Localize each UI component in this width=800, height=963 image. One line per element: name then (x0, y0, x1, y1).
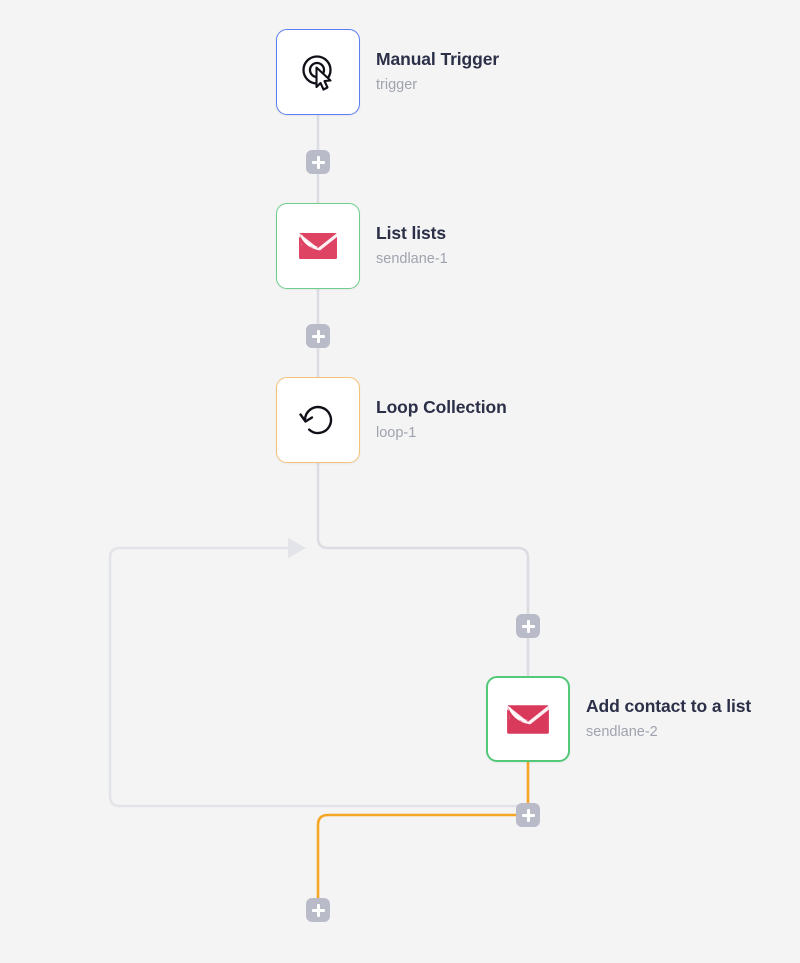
add-node-button-loop-output[interactable] (306, 898, 330, 922)
loop-refresh-icon (296, 398, 340, 442)
sendlane-envelope-icon (506, 703, 550, 736)
node-title: Loop Collection (376, 397, 507, 418)
node-subtitle: loop-1 (376, 425, 417, 442)
add-node-button-after-trigger[interactable] (306, 150, 330, 174)
node-add-contact-to-list[interactable]: Add contact to a list sendlane-2 (486, 676, 751, 762)
add-node-button-before-contact[interactable] (516, 614, 540, 638)
node-loop-collection-box[interactable] (276, 377, 360, 463)
node-manual-trigger-text: Manual Trigger trigger (376, 49, 499, 94)
node-loop-collection-text: Loop Collection loop-1 (376, 397, 507, 442)
node-list-lists-box[interactable] (276, 203, 360, 289)
edge-contact-to-loop-return (316, 760, 530, 898)
node-title: List lists (376, 223, 446, 244)
node-manual-trigger[interactable]: Manual Trigger trigger (276, 29, 499, 115)
node-subtitle: sendlane-2 (586, 724, 658, 741)
node-title: Add contact to a list (586, 696, 752, 717)
add-node-button-after-contact[interactable] (516, 803, 540, 827)
node-list-lists[interactable]: List lists sendlane-1 (276, 203, 448, 289)
node-add-contact-to-list-text: Add contact to a list sendlane-2 (586, 696, 751, 741)
node-list-lists-text: List lists sendlane-1 (376, 223, 448, 268)
sendlane-envelope-icon (298, 231, 338, 261)
node-subtitle: trigger (376, 77, 418, 94)
node-title: Manual Trigger (376, 49, 500, 70)
node-add-contact-to-list-box[interactable] (486, 676, 570, 762)
add-node-button-after-list[interactable] (306, 324, 330, 348)
node-loop-collection[interactable]: Loop Collection loop-1 (276, 377, 507, 463)
edge-loop-to-contact (316, 463, 530, 676)
loop-back-arrowhead (288, 538, 306, 558)
cursor-click-icon (296, 50, 340, 94)
node-manual-trigger-box[interactable] (276, 29, 360, 115)
node-subtitle: sendlane-1 (376, 251, 448, 268)
edge-loop-back-path (108, 546, 528, 808)
